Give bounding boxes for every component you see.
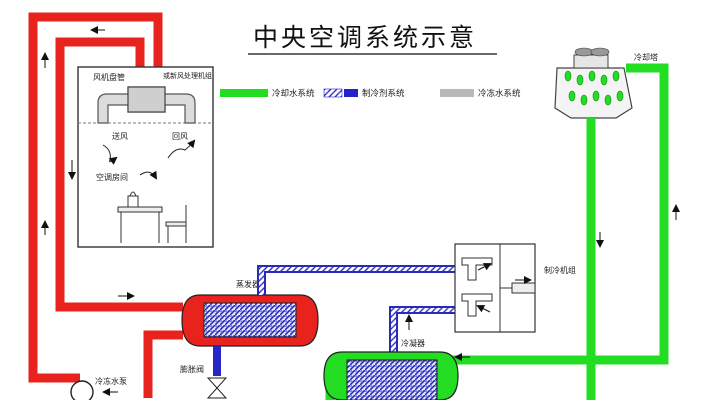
refrigerant-fill-vertical-left [259, 267, 264, 295]
refrigerant-fill-vertical-right [391, 308, 396, 355]
desk-icon [117, 191, 163, 243]
evaporator-label: 蒸发器 [236, 279, 260, 289]
legend-swatch-cooling-water [220, 89, 268, 97]
legend-label-chilled-water: 冷冻水系统 [478, 88, 521, 99]
legend-label-cooling-water: 冷却水系统 [272, 88, 315, 99]
page-title: 中央空调系统示意 [253, 23, 477, 52]
room-airflow-icon [139, 170, 158, 180]
evaporator-refrigerant-chamber [203, 302, 297, 338]
air-handler-label: 或新风处理机组 [163, 71, 212, 80]
refrigerant-fill-top [259, 267, 455, 271]
return-air-label: 回风 [172, 132, 188, 141]
condenser-label: 冷凝器 [401, 338, 425, 348]
supply-air-arrow-icon [102, 144, 118, 165]
expansion-pipe [213, 346, 221, 376]
chiller-unit-label: 制冷机组 [544, 265, 576, 275]
flow-arrows-red [41, 26, 135, 396]
legend-label-refrigerant: 制冷剂系统 [362, 88, 405, 99]
room-label: 空调房间 [96, 172, 128, 182]
water-droplets-icon [564, 70, 624, 106]
flow-arrows-refrigerant [405, 314, 470, 361]
refrigerant-fill-lower [391, 308, 455, 312]
chilled-water-pipes [28, 12, 183, 398]
chilled-pump-label: 冷冻水泵 [95, 376, 127, 386]
evaporator [181, 294, 319, 347]
legend: 冷却水系统 制冷剂系统 冷冻水系统 [220, 88, 521, 99]
legend-swatch-chilled-water [440, 89, 474, 97]
fan-icon [574, 47, 610, 57]
fan-coil-label: 风机盘管 [93, 72, 125, 82]
chiller-unit [454, 243, 536, 333]
chair-icon [165, 205, 187, 243]
return-air-arrow-icon [167, 139, 196, 159]
air-handler-unit [97, 86, 196, 124]
cooling-tower [554, 47, 633, 119]
flow-arrows-green [596, 204, 680, 248]
condenser-refrigerant-chamber [346, 359, 438, 401]
condenser [323, 351, 459, 401]
legend-swatch-refrigerant-solid [344, 89, 358, 97]
legend-swatch-refrigerant [323, 88, 343, 98]
refrigerant-pipes [257, 265, 455, 355]
expansion-valve-label: 膨胀阀 [180, 364, 204, 374]
chilled-water-pump-icon [70, 380, 94, 404]
cooling-tower-label: 冷却塔 [634, 52, 658, 62]
expansion-valve-icon [206, 377, 228, 399]
supply-air-label: 送风 [112, 131, 128, 141]
